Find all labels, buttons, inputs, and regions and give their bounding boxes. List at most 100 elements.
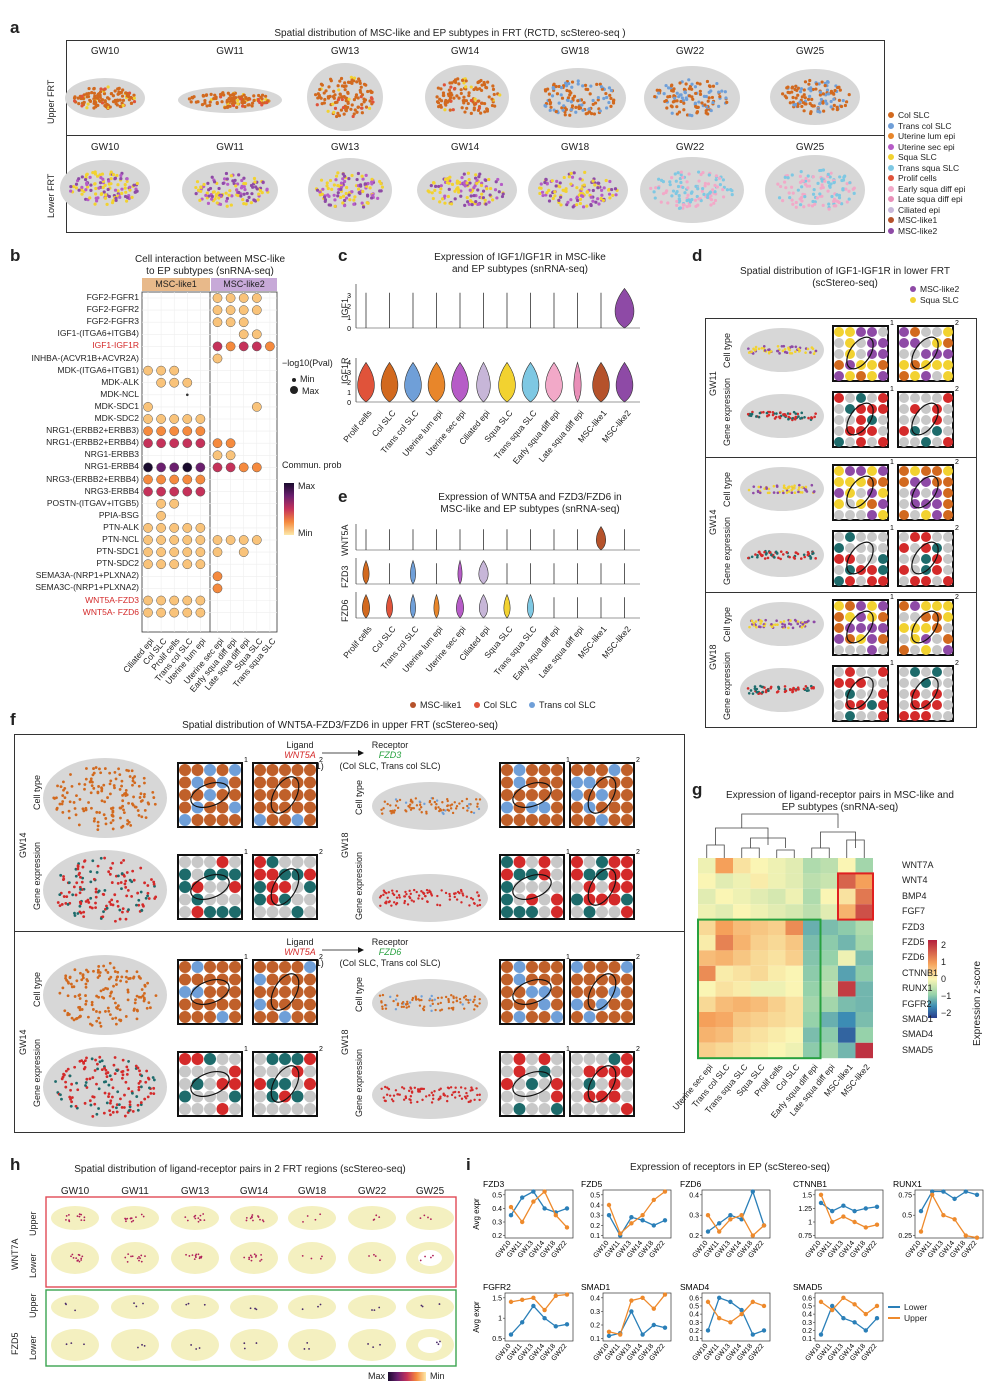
spot: [215, 101, 219, 106]
spot: [111, 172, 116, 177]
spot: [434, 184, 438, 188]
spot: [449, 85, 453, 89]
spot: [477, 106, 481, 110]
y-axis-label: Avg expr: [472, 1301, 481, 1333]
spot: [340, 95, 344, 99]
spot: [472, 108, 476, 112]
tick-label: 0.5: [492, 1192, 502, 1199]
spot: [353, 195, 357, 199]
spot: [227, 96, 231, 101]
spot: [333, 93, 337, 97]
spot: [582, 101, 586, 105]
spot: [481, 196, 486, 200]
spot: [448, 81, 452, 85]
spot: [488, 186, 493, 191]
spot: [380, 185, 385, 189]
spot: [469, 98, 473, 103]
spot: [88, 98, 92, 102]
tick-label: 0.2: [802, 1328, 812, 1335]
spot: [89, 188, 93, 192]
spot: [114, 101, 118, 106]
spot: [107, 194, 111, 199]
spot: [98, 181, 103, 185]
series-point-lower: [852, 1320, 857, 1325]
spot: [224, 171, 229, 176]
series-line-lower: [510, 1190, 568, 1216]
spot: [467, 91, 471, 95]
spot: [438, 97, 442, 101]
spot: [484, 86, 489, 90]
spot: [591, 98, 595, 103]
tick-label: 0.4: [492, 1206, 502, 1213]
series-point-upper: [531, 1295, 536, 1301]
spot: [337, 88, 341, 92]
spot: [84, 181, 89, 185]
spot: [354, 95, 358, 99]
spot: [544, 104, 548, 108]
series-point-upper: [553, 1213, 558, 1218]
spot: [463, 203, 467, 207]
panel-a-gw-upper-label: GW13: [330, 46, 360, 57]
spot: [128, 185, 132, 189]
spot: [484, 178, 488, 182]
spot: [490, 97, 494, 101]
spot: [580, 103, 584, 107]
spot: [548, 108, 552, 112]
spot: [346, 105, 350, 109]
series-point-lower: [818, 1200, 824, 1206]
spot: [455, 94, 459, 98]
spot: [443, 201, 447, 205]
spot: [450, 182, 455, 186]
spot: [360, 93, 365, 97]
spot: [588, 92, 592, 96]
spot: [87, 86, 91, 91]
tick-label: 0.2: [689, 1233, 699, 1240]
spot: [592, 112, 597, 116]
series-point-upper: [874, 1222, 880, 1227]
spot: [484, 202, 488, 206]
spot: [129, 101, 134, 105]
spot: [250, 192, 254, 196]
spot: [352, 198, 356, 202]
spot: [472, 194, 476, 198]
tick-label: 0.5: [689, 1303, 699, 1310]
spot: [204, 93, 208, 97]
series-point-upper: [640, 1295, 645, 1301]
series-point-upper: [750, 1299, 755, 1305]
spot: [323, 97, 327, 102]
series-point-upper: [553, 1293, 558, 1298]
spot: [465, 181, 469, 185]
spot: [86, 94, 91, 99]
spot: [102, 92, 107, 96]
spot: [367, 106, 372, 110]
spot: [219, 95, 223, 99]
series-point-upper: [750, 1233, 755, 1238]
series-point-upper: [739, 1213, 744, 1218]
spot: [469, 194, 473, 198]
spot: [242, 192, 246, 196]
series-point-lower: [974, 1192, 980, 1198]
series-point-lower: [705, 1328, 711, 1333]
spot: [114, 198, 118, 203]
spot: [360, 201, 364, 205]
series-point-lower: [651, 1223, 656, 1228]
spot: [130, 195, 134, 199]
spot: [205, 104, 209, 108]
spot: [113, 89, 117, 93]
series-point-lower: [531, 1303, 536, 1309]
spot: [478, 87, 482, 91]
spot: [483, 101, 487, 106]
spot: [457, 82, 461, 86]
series-point-upper: [717, 1316, 722, 1321]
spot: [227, 193, 231, 197]
spot: [595, 82, 599, 86]
tick-label: 0.5: [802, 1303, 812, 1310]
spot: [463, 110, 467, 114]
spot: [597, 202, 601, 206]
panel-a-gw-upper-label: GW22: [675, 46, 705, 57]
spot: [496, 177, 500, 182]
spot: [468, 188, 472, 192]
spot: [123, 186, 127, 190]
tick-label: 0.4: [590, 1203, 600, 1210]
